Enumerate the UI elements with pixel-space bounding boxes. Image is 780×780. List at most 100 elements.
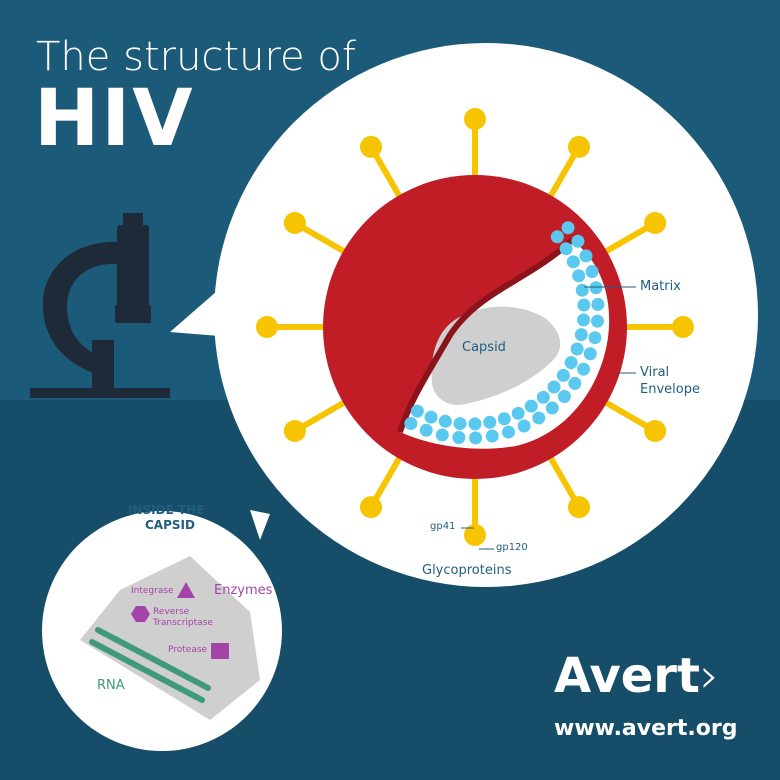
spike-head — [644, 420, 667, 442]
leader-lines — [461, 286, 636, 550]
glycoprotein-spike — [464, 108, 486, 179]
rna-strand-1 — [95, 627, 211, 691]
glycoprotein-spike — [546, 135, 590, 201]
matrix-bead — [591, 314, 605, 328]
spike-head — [568, 135, 590, 158]
matrix-bead — [583, 347, 597, 361]
matrix-bead — [524, 399, 538, 413]
reverse-transcriptase-line-2: Transcriptase — [153, 618, 213, 628]
matrix-bead — [419, 423, 433, 437]
glycoprotein-spike — [283, 212, 349, 256]
matrix-bead — [404, 417, 418, 431]
gp41-label: gp41 — [430, 521, 456, 532]
spike-head — [360, 496, 382, 519]
matrix-bead — [532, 411, 546, 425]
envelope-label-line-2: Envelope — [640, 382, 700, 397]
matrix-bead — [577, 313, 591, 327]
spike-head — [283, 420, 306, 442]
spike-head — [568, 496, 590, 519]
glycoprotein-spike — [360, 453, 404, 519]
protease-label: Protease — [168, 645, 208, 655]
spike-stem — [300, 398, 349, 430]
cutaway-edge — [397, 237, 575, 433]
spike-head — [672, 316, 694, 338]
spike-stem — [300, 224, 349, 256]
matrix-bead — [424, 410, 438, 424]
matrix-beads — [404, 221, 605, 445]
matrix-bead — [577, 362, 591, 376]
matrix-bead — [585, 265, 599, 279]
matrix-bead — [570, 342, 584, 356]
matrix-bead — [574, 328, 588, 342]
spike-stem — [546, 152, 578, 201]
triangle-icon — [177, 582, 195, 598]
matrix-bead — [497, 412, 511, 426]
inset-title-line-1: INSIDE THE — [128, 503, 205, 517]
reverse-transcriptase-line-1: Reverse — [153, 607, 190, 617]
matrix-bead — [566, 255, 580, 269]
spike-head — [644, 212, 667, 234]
matrix-bead — [485, 429, 499, 443]
matrix-bead — [435, 428, 449, 442]
glycoproteins-label: Glycoproteins — [422, 563, 512, 578]
spike-head — [464, 524, 486, 546]
matrix-bead — [550, 230, 564, 244]
matrix-bead — [568, 376, 582, 390]
matrix-bead — [547, 380, 561, 394]
matrix-bead — [579, 249, 593, 263]
matrix-bead — [561, 221, 575, 235]
matrix-bead — [588, 331, 602, 345]
matrix-bead — [577, 298, 591, 312]
spike-head — [464, 108, 486, 130]
matrix-bead — [501, 425, 515, 439]
capsid-label: Capsid — [462, 340, 506, 355]
matrix-bead — [468, 417, 482, 431]
matrix-bead — [517, 419, 531, 433]
hexagon-icon — [131, 606, 150, 622]
matrix-bead — [572, 269, 586, 283]
matrix-bead — [536, 390, 550, 404]
matrix-bead — [575, 283, 589, 297]
matrix-bead — [559, 242, 573, 256]
matrix-bead — [545, 401, 559, 415]
spike-head — [360, 135, 382, 158]
matrix-bead — [564, 356, 578, 370]
website-url: www.avert.org — [554, 716, 738, 741]
matrix-bead — [511, 406, 525, 420]
square-icon — [211, 643, 229, 659]
matrix-bead — [453, 417, 467, 431]
inset-title-line-2: CAPSID — [145, 518, 195, 532]
microscope-icon — [30, 213, 170, 398]
matrix-bead — [557, 389, 571, 403]
enzymes-label: Enzymes — [214, 583, 273, 598]
matrix-bead — [556, 368, 570, 382]
glycoprotein-spike — [623, 316, 694, 338]
matrix-bead — [571, 234, 585, 248]
rna-label: RNA — [97, 678, 125, 693]
matrix-bead — [469, 431, 483, 445]
spike-head — [283, 212, 306, 234]
inset-capsid-shape — [80, 556, 260, 720]
glycoprotein-spike — [601, 398, 667, 442]
glycoprotein-spike — [283, 398, 349, 442]
matrix-bead — [591, 297, 605, 311]
avert-logo: Avert› — [554, 652, 719, 700]
capsid-shape — [431, 306, 561, 406]
gp120-label: gp120 — [496, 542, 528, 553]
spike-stem — [601, 224, 650, 256]
envelope-label-line-1: Viral — [640, 365, 670, 380]
matrix-bead — [438, 414, 452, 428]
glycoprotein-spike — [546, 453, 590, 519]
matrix-bead — [452, 431, 466, 445]
virus-particle — [323, 175, 627, 479]
chevron-right-icon: › — [699, 648, 720, 704]
title-line-1: The structure of — [36, 34, 356, 80]
spike-stem — [601, 398, 650, 430]
glycoprotein-spike — [360, 135, 404, 201]
matrix-bead — [410, 404, 424, 418]
glycoprotein-spike — [256, 316, 327, 338]
integrase-label: Integrase — [131, 586, 174, 596]
matrix-label: Matrix — [640, 279, 681, 294]
